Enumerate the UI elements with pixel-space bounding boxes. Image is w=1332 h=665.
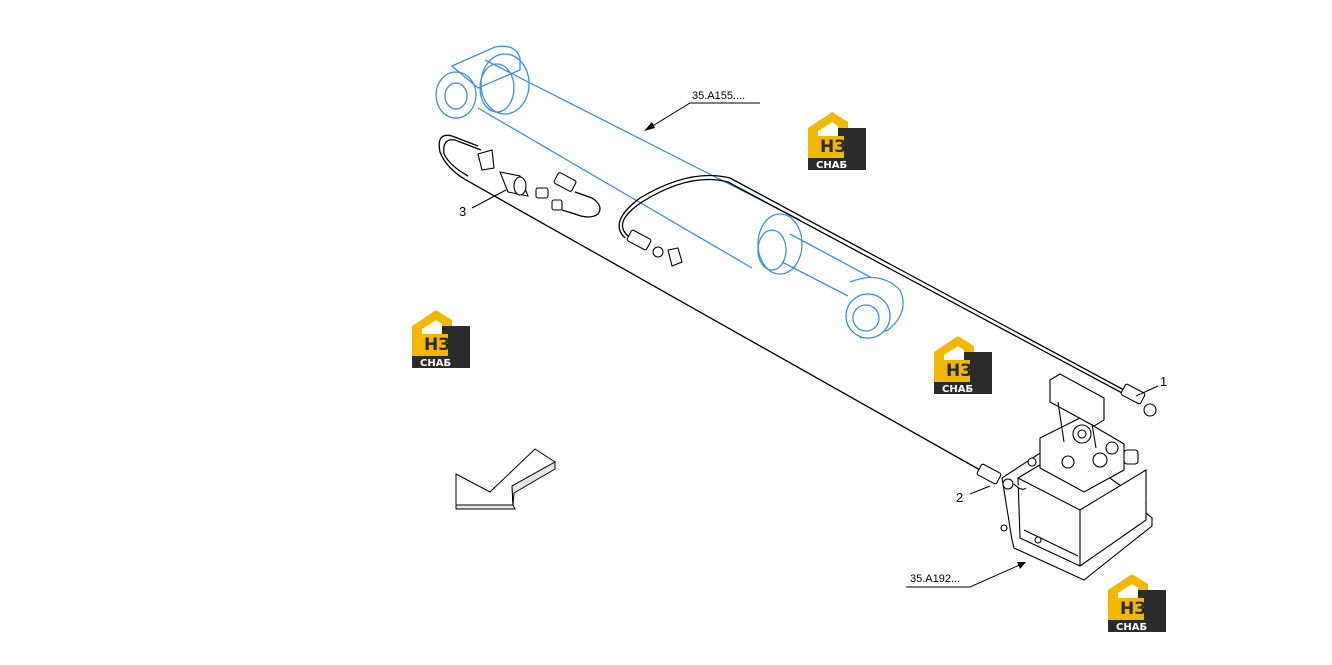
- item-label-1: 1: [1135, 374, 1167, 397]
- logo-watermark-icon: НЗ СНАБ: [934, 336, 992, 395]
- logo-watermark-icon: НЗ СНАБ: [1108, 574, 1166, 633]
- svg-text:НЗ: НЗ: [1120, 599, 1146, 619]
- hand-pump-unit: [1000, 373, 1153, 581]
- item-number-2: 2: [956, 490, 963, 505]
- direction-arrow-icon: [455, 448, 556, 510]
- item-number-3: 3: [459, 204, 466, 219]
- hydraulic-cylinder: [435, 45, 904, 339]
- callout-pump-ref: 35.A192...: [910, 573, 960, 585]
- callout-cylinder: 35.A155....: [644, 90, 760, 131]
- logo-watermark-icon: НЗ СНАБ: [808, 112, 866, 171]
- logo-watermark-icon: НЗ СНАБ: [412, 310, 470, 369]
- item-label-2: 2: [956, 485, 991, 505]
- svg-text:НЗ: НЗ: [424, 335, 450, 355]
- callout-cylinder-ref: 35.A155....: [692, 90, 745, 102]
- callout-pump: 35.A192...: [906, 562, 1026, 588]
- svg-text:СНАБ: СНАБ: [816, 160, 847, 171]
- svg-text:НЗ: НЗ: [946, 361, 972, 381]
- item-label-3: 3: [459, 189, 507, 219]
- svg-text:НЗ: НЗ: [820, 137, 846, 157]
- svg-text:СНАБ: СНАБ: [420, 358, 451, 369]
- svg-text:СНАБ: СНАБ: [942, 384, 973, 395]
- svg-text:СНАБ: СНАБ: [1116, 622, 1147, 633]
- hose-fittings: [477, 149, 1157, 490]
- hydraulic-hoses: [438, 134, 1125, 471]
- item-number-1: 1: [1160, 374, 1167, 389]
